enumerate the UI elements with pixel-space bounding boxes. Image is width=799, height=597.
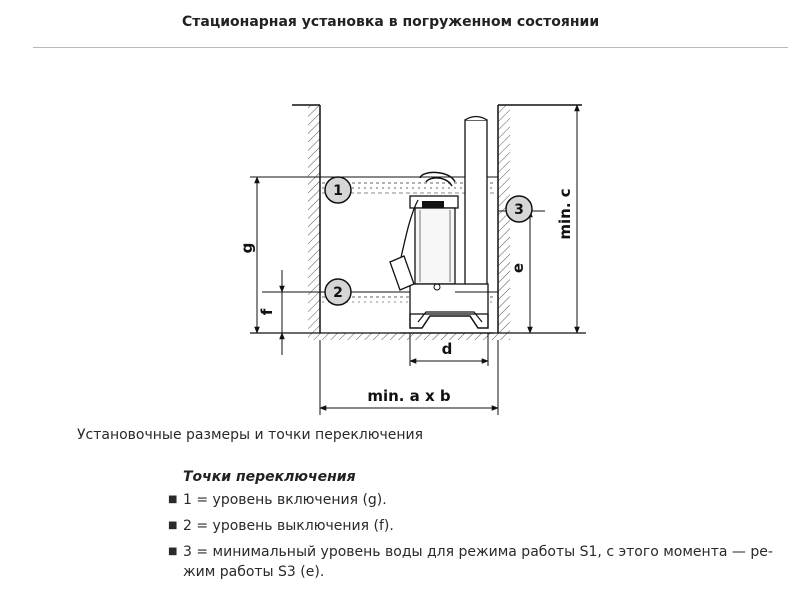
switch-points-list: ■ 1 = уровень включения (g). ■ 2 = урове…	[168, 490, 778, 588]
dimension-g: g	[238, 176, 260, 334]
dimension-e: e	[509, 210, 533, 334]
label-d: d	[442, 340, 453, 358]
switch-points-heading: Точки переключения	[183, 469, 356, 485]
dimension-d: d	[409, 333, 489, 366]
label-min-ab: min. a x b	[367, 387, 451, 405]
list-item: ■ 2 = уровень выключения (f).	[168, 516, 778, 536]
pump	[400, 171, 494, 334]
list-item-text: 2 = уровень выключения (f).	[183, 518, 394, 534]
label-f: f	[258, 308, 276, 315]
title-divider	[33, 47, 788, 48]
label-e: e	[509, 263, 527, 273]
marker-3-label: 3	[514, 202, 524, 218]
list-item: ■ 3 = минимальный уровень воды для режим…	[168, 542, 778, 582]
label-min-c: min. c	[556, 188, 574, 239]
list-item-text: 1 = уровень включения (g).	[183, 492, 387, 508]
marker-2: 2	[324, 278, 352, 306]
list-item-text: 3 = минимальный уровень воды для режима …	[183, 544, 773, 580]
installation-diagram: g f e min. c d min. a x b 1 2 3	[238, 104, 586, 415]
bullet-icon: ■	[168, 494, 178, 505]
label-g: g	[238, 243, 256, 254]
figure-caption: Установочные размеры и точки переключени…	[77, 427, 424, 443]
discharge-pipe	[464, 115, 488, 293]
marker-1-label: 1	[333, 183, 343, 199]
list-item: ■ 1 = уровень включения (g).	[168, 490, 778, 510]
dimension-min-c: min. c	[556, 104, 580, 334]
page-title: Стационарная установка в погруженном сос…	[182, 14, 600, 30]
marker-2-label: 2	[333, 285, 343, 301]
dimension-f: f	[258, 270, 285, 355]
bullet-icon: ■	[168, 520, 178, 531]
dimension-min-ab: min. a x b	[319, 387, 499, 411]
bullet-icon: ■	[168, 546, 178, 557]
marker-3: 3	[505, 195, 533, 223]
float-switch	[389, 199, 419, 291]
marker-1: 1	[324, 176, 352, 204]
